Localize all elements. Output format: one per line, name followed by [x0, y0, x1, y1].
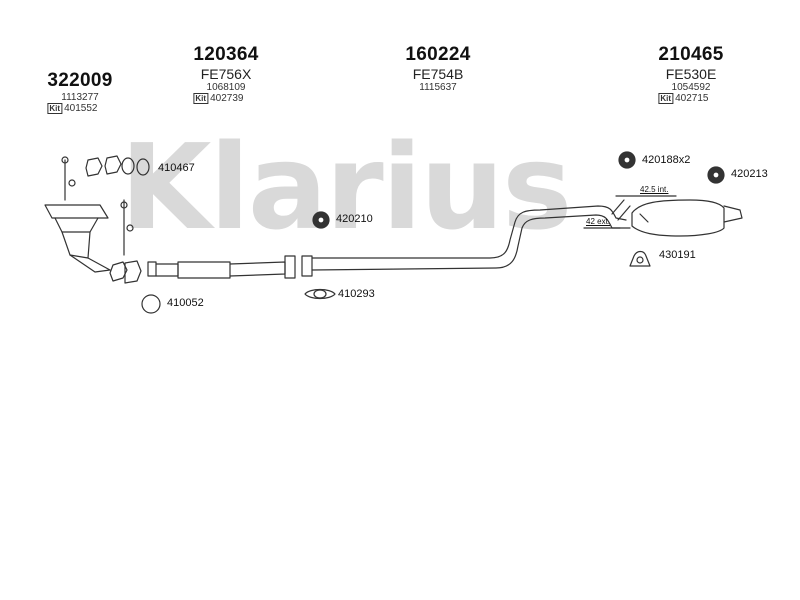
section-322009: 322009 1113277 Kit 401552 [47, 70, 112, 114]
section-210465: 210465 FE530E 1054592 Kit 402715 [658, 44, 723, 104]
kit-number: 402739 [210, 93, 244, 104]
reference-number: 1115637 [419, 82, 457, 93]
dimension-external: 42 ext. [586, 217, 611, 226]
reference-number: 1068109 [206, 82, 246, 93]
rubber-mount-end-shape [707, 166, 725, 184]
kit-row: Kit 402739 [193, 93, 258, 104]
rubber-mount-mid-shape [312, 211, 330, 229]
label-gasket-set: 410467 [158, 162, 195, 174]
kit-row: Kit 402715 [658, 93, 723, 104]
part-number: 120364 [193, 44, 259, 65]
front-pipe [147, 255, 296, 279]
section-160224: 160224 FE754B 1115637 [405, 44, 470, 93]
label-clamp: 430191 [659, 249, 696, 261]
part-number: 160224 [405, 44, 471, 65]
dimension-internal: 42.5 int. [640, 185, 669, 194]
section-120364: 120364 FE756X 1068109 Kit 402739 [193, 44, 258, 104]
dimension-lines [583, 195, 677, 229]
center-pipe [311, 205, 631, 271]
label-rubber-mount-x2: 420188x2 [642, 154, 691, 166]
product-code: FE754B [412, 66, 464, 82]
label-rubber-mount-end: 420213 [731, 168, 768, 180]
part-number: 322009 [47, 70, 113, 91]
product-code: FE530E [665, 66, 717, 82]
flange-gasket-shape [304, 288, 336, 300]
reference-number: 1113277 [61, 92, 99, 103]
watermark-logo: Klarius [120, 118, 570, 256]
rubber-mount-x2-shape [618, 151, 636, 169]
label-ring-gasket: 410052 [167, 297, 204, 309]
label-rubber-mount-mid: 420210 [336, 213, 373, 225]
kit-row: Kit 401552 [47, 103, 112, 114]
kit-number: 401552 [64, 103, 98, 114]
part-number: 210465 [658, 44, 724, 65]
clamp-shape [629, 250, 651, 267]
label-flange-gasket: 410293 [338, 288, 375, 300]
kit-badge: Kit [47, 103, 63, 114]
catalytic-converter [44, 156, 134, 273]
kit-badge: Kit [658, 93, 674, 104]
front-flange [109, 260, 142, 284]
kit-number: 402715 [675, 93, 709, 104]
kit-badge: Kit [193, 93, 209, 104]
mid-flange [301, 255, 313, 277]
product-code: FE756X [200, 66, 252, 82]
ring-gasket-shape [141, 294, 161, 314]
gasket-set [85, 155, 150, 177]
rear-silencer [631, 199, 743, 237]
reference-number: 1054592 [671, 82, 711, 93]
